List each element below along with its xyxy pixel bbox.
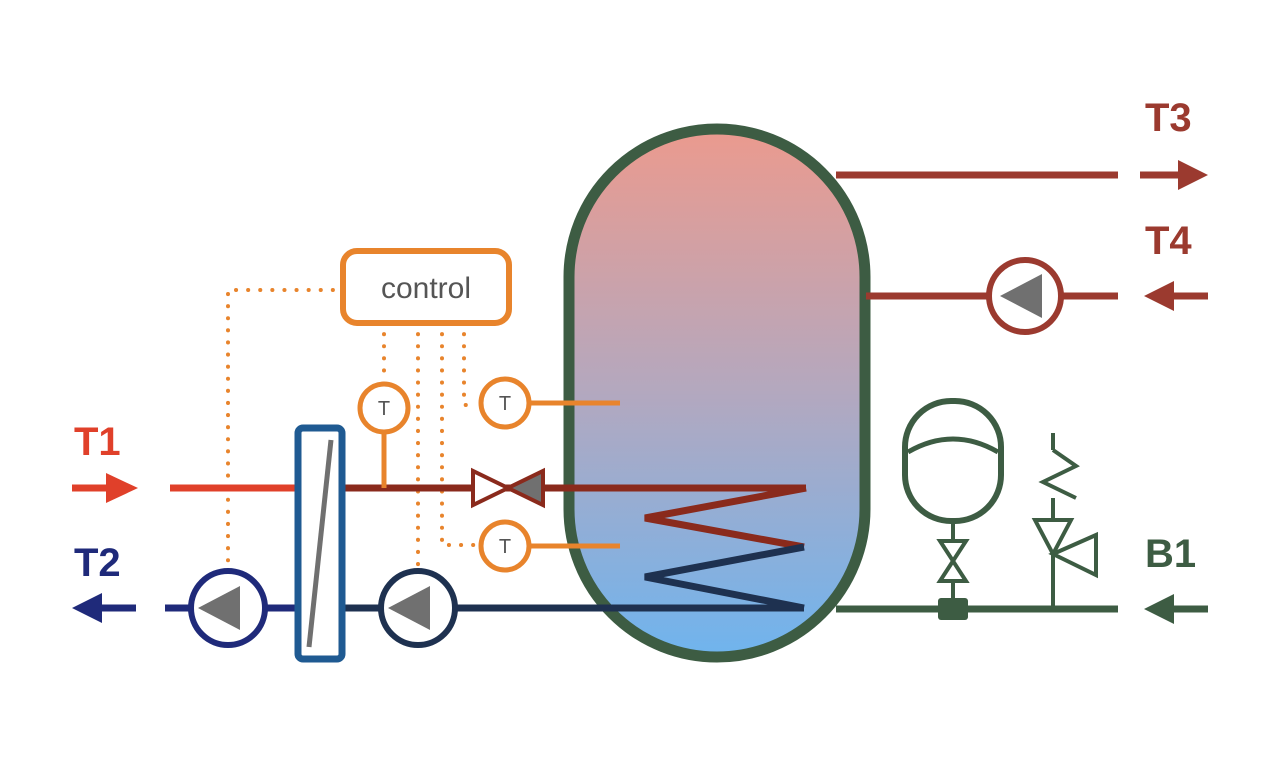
sensor-label: T	[499, 393, 511, 415]
temperature-sensor-bottom: T	[478, 519, 620, 573]
temperature-sensor-top: T	[478, 376, 620, 430]
sensor-label: T	[378, 398, 390, 420]
temperature-sensor-supply: T	[357, 381, 411, 435]
expansion-vessel-icon	[902, 398, 1004, 620]
circulation-pump-icon	[986, 257, 1064, 335]
sensor-label: T	[499, 536, 511, 558]
primary-pump-icon	[188, 568, 268, 648]
safety-valve-icon	[1031, 433, 1098, 609]
t4-label: T4	[1145, 219, 1192, 263]
charging-pump-icon	[378, 568, 458, 648]
control-signal-lines	[226, 288, 478, 577]
t3-arrow-icon	[1140, 160, 1208, 190]
t4-arrow-icon	[1144, 281, 1208, 311]
t2-label: T2	[74, 541, 121, 585]
heating-coil-hot-section	[644, 484, 807, 551]
controller-box: control	[340, 248, 512, 326]
t3-label: T3	[1145, 96, 1192, 140]
t1-arrow-icon	[72, 473, 138, 503]
heat-exchanger-icon	[294, 424, 346, 663]
storage-tank	[563, 123, 871, 663]
t1-label: T1	[74, 420, 121, 464]
b1-label: B1	[1145, 532, 1196, 576]
controller-label: control	[381, 272, 471, 305]
heating-coil-cold-section	[644, 543, 805, 612]
two-way-valve-icon	[471, 467, 545, 509]
t2-arrow-icon	[72, 593, 136, 623]
b1-arrow-icon	[1144, 594, 1208, 624]
